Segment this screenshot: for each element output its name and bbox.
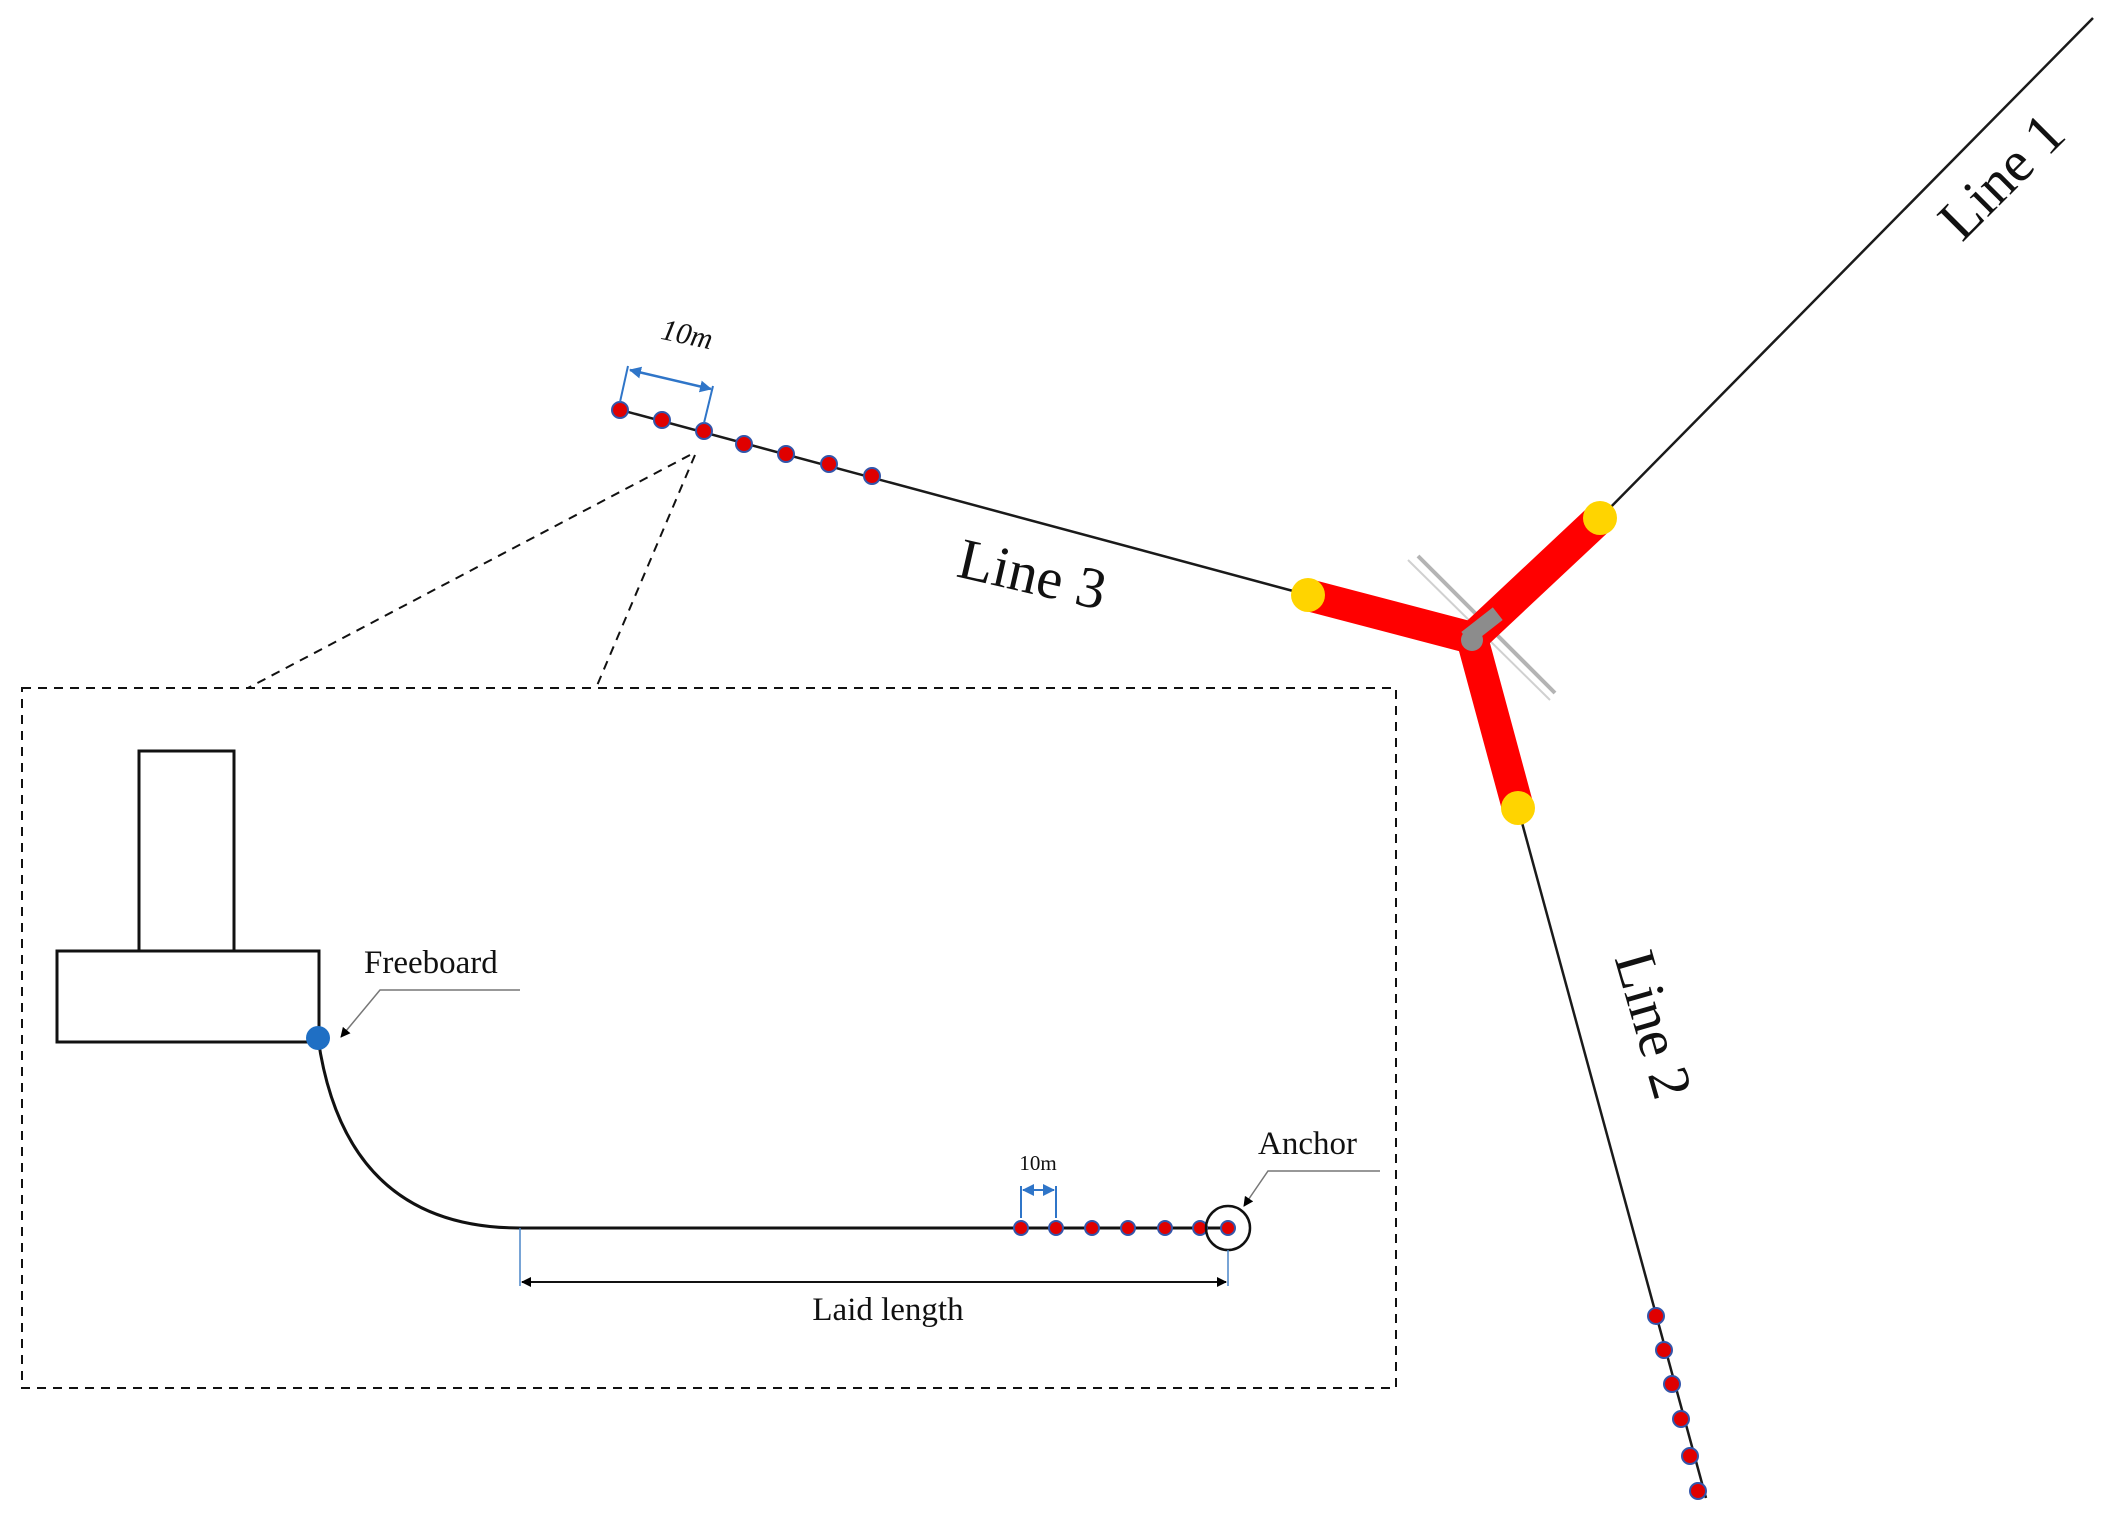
inset-side-view: Freeboard 10m Anchor Laid length <box>21 687 1397 1389</box>
marker-node <box>820 455 838 473</box>
fairlead-2 <box>1501 791 1535 825</box>
laid-length-label: Laid length <box>812 1292 964 1328</box>
fairlead-3 <box>1291 578 1325 612</box>
spacing-label-inset: 10m <box>1019 1151 1056 1175</box>
marker-node <box>1689 1482 1707 1500</box>
platform-column <box>137 749 236 953</box>
marker-node <box>1013 1220 1029 1236</box>
marker-node <box>1157 1220 1173 1236</box>
catenary-mooring-line <box>316 1037 1228 1230</box>
tower-hub <box>1461 629 1483 651</box>
marker-node <box>1672 1410 1690 1428</box>
anchor-leader <box>1243 1170 1380 1207</box>
platform-arm-2 <box>1456 633 1534 813</box>
line-2-markers <box>1647 1307 1707 1500</box>
marker-node <box>1663 1375 1681 1393</box>
zoom-callout-line <box>595 454 696 689</box>
mooring-line-1 <box>1599 17 2094 519</box>
dimension-arrow <box>629 366 712 393</box>
marker-node <box>1655 1341 1673 1359</box>
dimension-tick <box>619 365 629 403</box>
freeboard-label: Freeboard <box>364 945 498 981</box>
marker-node <box>1681 1447 1699 1465</box>
marker-node <box>1084 1220 1100 1236</box>
marker-node <box>863 467 881 485</box>
spacing-dimension-top: 10m <box>619 313 716 424</box>
floating-platform <box>1291 501 1617 825</box>
spacing-label-top: 10m <box>658 313 715 356</box>
marker-node <box>1120 1220 1136 1236</box>
marker-node <box>1048 1220 1064 1236</box>
line-2-label: Line 2 <box>1602 944 1706 1106</box>
line-1-label: Line 1 <box>1925 100 2077 252</box>
marker-node <box>1647 1307 1665 1325</box>
marker-node <box>653 411 671 429</box>
marker-node <box>735 435 753 453</box>
freeboard-point <box>306 1026 330 1050</box>
freeboard-leader <box>340 989 520 1038</box>
marker-node <box>611 401 629 419</box>
anchor-label: Anchor <box>1258 1126 1357 1162</box>
mooring-line-2 <box>1516 807 1708 1499</box>
fairlead-1 <box>1583 501 1617 535</box>
inset-frame <box>21 687 1397 1389</box>
anchor-node <box>1220 1220 1236 1236</box>
mooring-line-3 <box>616 407 1309 597</box>
platform-arm-3 <box>1303 579 1477 654</box>
line-3-markers <box>611 401 881 485</box>
zoom-callout-line <box>247 454 691 689</box>
platform-pontoon <box>55 949 321 1044</box>
marker-node <box>695 422 713 440</box>
dimension-tick <box>703 385 714 424</box>
marker-node <box>777 445 795 463</box>
line-3-label: Line 3 <box>952 525 1113 622</box>
